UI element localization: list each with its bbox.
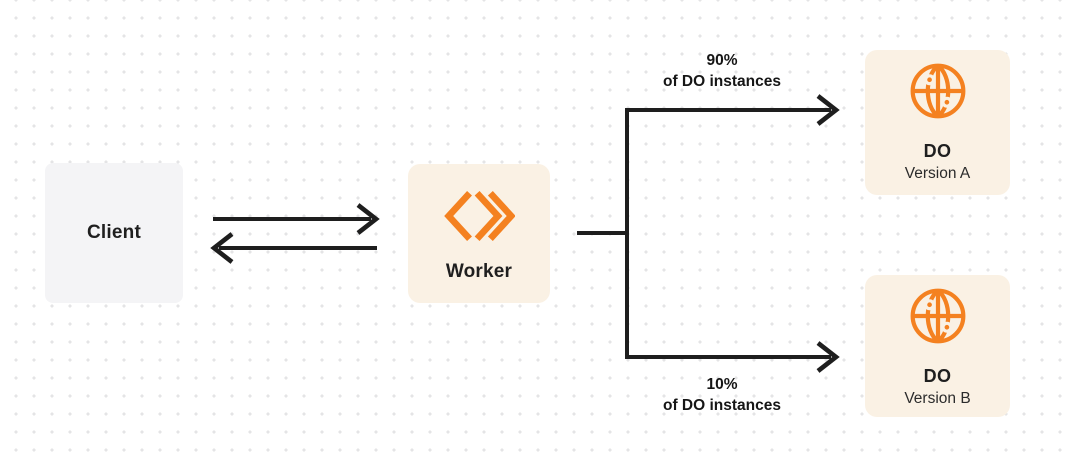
split-to-do-b-arrowhead-icon: [816, 341, 840, 373]
durable-object-globe-icon: [908, 61, 968, 121]
split-to-do-a-arrowhead-icon: [816, 94, 840, 126]
durable-object-globe-icon: [908, 286, 968, 346]
workers-chevron-icon: [443, 189, 515, 243]
worker-to-client-arrowhead-icon: [210, 232, 234, 264]
client-node-label: Client: [87, 222, 141, 243]
do-version-b-subtitle: Version B: [904, 390, 971, 407]
do-version-b-node: DO Version B: [865, 275, 1010, 417]
worker-node-label: Worker: [445, 261, 513, 282]
client-node: Client: [45, 163, 183, 303]
client-to-worker-arrowhead-icon: [356, 203, 380, 235]
do-version-a-node: DO Version A: [865, 50, 1010, 195]
split-top-description: of DO instances: [663, 73, 781, 90]
split-bottom-description: of DO instances: [663, 397, 781, 414]
do-version-a-title: DO: [923, 141, 952, 161]
split-top-edge-label: 90% of DO instances: [622, 50, 822, 92]
split-bottom-edge-label: 10% of DO instances: [622, 374, 822, 416]
split-bottom-percentage: 10%: [706, 376, 738, 393]
do-version-b-title: DO: [923, 366, 952, 386]
worker-node: Worker: [408, 164, 550, 303]
do-version-a-subtitle: Version A: [904, 165, 971, 182]
split-top-percentage: 90%: [706, 52, 738, 69]
